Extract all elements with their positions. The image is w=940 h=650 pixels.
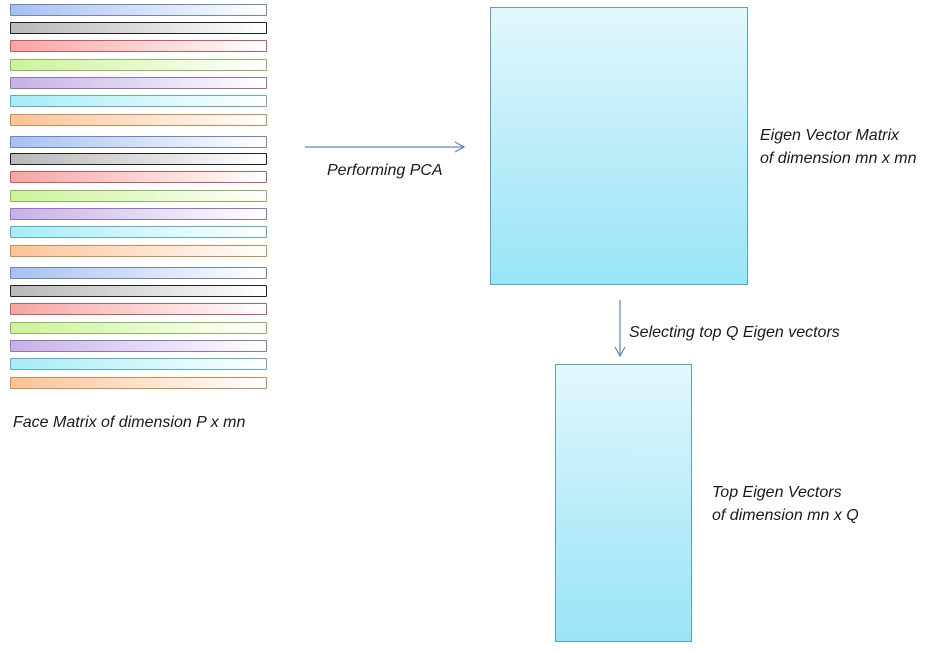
top-eigen-label-line2: of dimension mn x Q — [712, 507, 859, 524]
face-matrix-row — [10, 358, 267, 370]
face-matrix-row — [10, 22, 267, 34]
top-eigen-vectors-matrix — [555, 364, 692, 642]
face-matrix-row — [10, 285, 267, 297]
face-matrix-row — [10, 322, 267, 334]
select-arrow — [614, 300, 626, 358]
face-matrix-row — [10, 59, 267, 71]
face-matrix-row — [10, 267, 267, 279]
eigen-matrix-label-line2: of dimension mn x mn — [760, 150, 917, 167]
face-matrix-row — [10, 190, 267, 202]
face-matrix-row — [10, 340, 267, 352]
face-matrix-row — [10, 95, 267, 107]
eigen-matrix-label-line1: Eigen Vector Matrix — [760, 127, 900, 144]
pca-arrow-label: Performing PCA — [327, 162, 443, 179]
face-matrix-row — [10, 114, 267, 126]
face-matrix-row — [10, 136, 267, 148]
face-matrix-row — [10, 377, 267, 389]
face-matrix-row — [10, 226, 267, 238]
face-matrix-row — [10, 153, 267, 165]
face-matrix-row — [10, 171, 267, 183]
face-matrix-row — [10, 245, 267, 257]
face-matrix-label: Face Matrix of dimension P x mn — [13, 414, 246, 431]
eigen-vector-matrix — [490, 7, 748, 285]
face-matrix — [10, 0, 267, 392]
face-matrix-row — [10, 40, 267, 52]
face-matrix-row — [10, 4, 267, 16]
face-matrix-row — [10, 208, 267, 220]
face-matrix-row — [10, 303, 267, 315]
face-matrix-row — [10, 77, 267, 89]
pca-arrow — [305, 141, 466, 153]
top-eigen-label-line1: Top Eigen Vectors — [712, 484, 842, 501]
select-arrow-label: Selecting top Q Eigen vectors — [629, 324, 840, 341]
